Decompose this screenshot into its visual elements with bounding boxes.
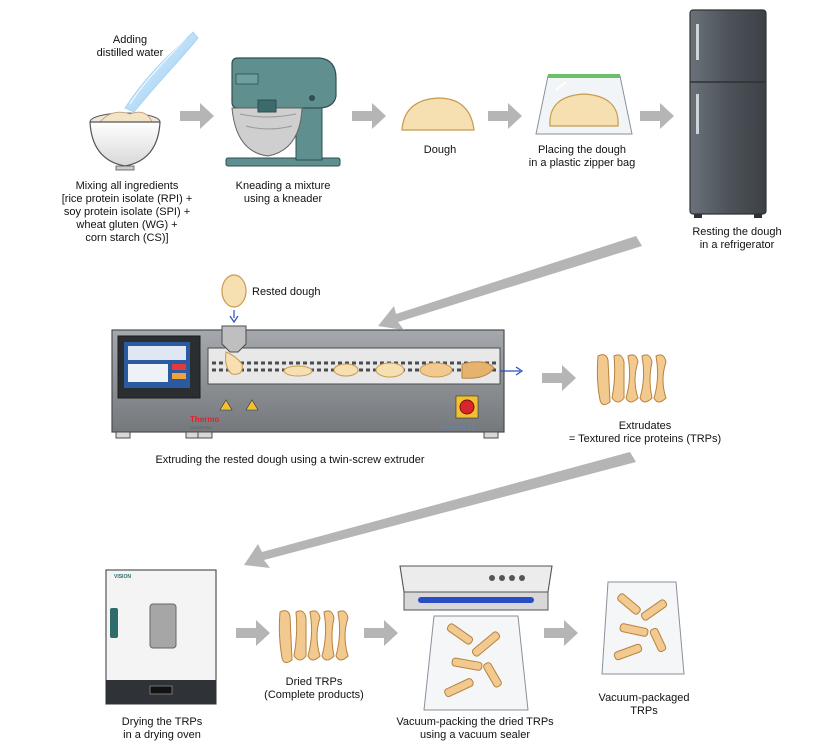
label-drying: Drying the TRPs in a drying oven bbox=[100, 716, 224, 742]
flow-arrows bbox=[180, 103, 674, 646]
brand-sub: SCIENTIFIC bbox=[190, 425, 213, 430]
label-line: (Complete products) bbox=[264, 689, 364, 701]
brand-name: VISION bbox=[114, 574, 131, 580]
label-line: distilled water bbox=[96, 47, 164, 59]
label-line: in a drying oven bbox=[123, 729, 201, 741]
extrudates-icon bbox=[596, 354, 667, 406]
diagonal-arrow-1 bbox=[378, 236, 642, 330]
label-line: Kneading a mixture bbox=[235, 180, 331, 192]
label-dried: Dried TRPs (Complete products) bbox=[254, 676, 374, 702]
label-extruding: Extruding the rested dough using a twin-… bbox=[110, 454, 470, 467]
label-mixing: Mixing all ingredients [rice protein iso… bbox=[42, 180, 212, 245]
label-refrigerator: Resting the dough in a refrigerator bbox=[672, 226, 802, 252]
oven-brand: VISION bbox=[114, 574, 131, 580]
label-line: wheat gluten (WG) + bbox=[76, 219, 178, 231]
arrow-5 bbox=[542, 365, 576, 391]
label-kneading: Kneading a mixture using a kneader bbox=[218, 180, 348, 206]
label-line: Dough bbox=[423, 144, 457, 156]
mixing-bowl-icon bbox=[89, 31, 199, 171]
label-line: [rice protein isolate (RPI) + bbox=[61, 193, 193, 205]
label-line: Extruding the rested dough using a twin-… bbox=[155, 454, 425, 466]
dough-icon bbox=[401, 97, 475, 131]
label-line: soy protein isolate (SPI) + bbox=[63, 206, 191, 218]
label-line: Mixing all ingredients bbox=[75, 180, 179, 192]
extruder-icon bbox=[111, 325, 524, 439]
model-name: Process 11 bbox=[440, 425, 475, 432]
label-line: in a plastic zipper bag bbox=[528, 157, 636, 169]
label-line: Vacuum-packaged bbox=[598, 692, 690, 704]
label-rested-dough: Rested dough bbox=[252, 286, 321, 299]
label-line: Resting the dough bbox=[692, 226, 782, 238]
arrow-8 bbox=[544, 620, 578, 646]
rested-dough-icon bbox=[221, 274, 247, 324]
label-line: Vacuum-packing the dried TRPs bbox=[396, 716, 554, 728]
label-dough: Dough bbox=[400, 144, 480, 157]
vacuum-sealer-icon bbox=[399, 565, 553, 711]
refrigerator-icon bbox=[689, 9, 767, 218]
label-line: Rested dough bbox=[252, 286, 321, 298]
extruder-brand: Thermo SCIENTIFIC bbox=[190, 416, 219, 432]
label-line: in a refrigerator bbox=[699, 239, 775, 251]
arrow-4 bbox=[640, 103, 674, 129]
label-line: Placing the dough bbox=[537, 144, 627, 156]
brand-name: Thermo bbox=[190, 415, 220, 424]
label-line: Drying the TRPs bbox=[121, 716, 203, 728]
label-line: Dried TRPs bbox=[285, 676, 343, 688]
dried-trps-icon bbox=[278, 610, 349, 664]
diagonal-arrow-2 bbox=[244, 452, 636, 568]
label-zipper-bag: Placing the dough in a plastic zipper ba… bbox=[512, 144, 652, 170]
label-extrudates: Extrudates = Textured rice proteins (TRP… bbox=[560, 420, 730, 446]
arrow-2 bbox=[352, 103, 386, 129]
label-line: corn starch (CS)] bbox=[85, 232, 169, 244]
label-packaged: Vacuum-packaged TRPs bbox=[584, 692, 704, 718]
label-line: TRPs bbox=[630, 705, 658, 717]
label-adding-water: Adding distilled water bbox=[60, 34, 200, 60]
label-line: Adding bbox=[112, 34, 148, 46]
arrow-6 bbox=[236, 620, 270, 646]
label-line: using a kneader bbox=[243, 193, 323, 205]
kneader-icon bbox=[225, 57, 341, 167]
zipper-bag-icon bbox=[535, 74, 633, 135]
drying-oven-icon bbox=[105, 569, 217, 705]
label-line: = Textured rice proteins (TRPs) bbox=[568, 433, 722, 445]
arrow-1 bbox=[180, 103, 214, 129]
vacuum-packaged-icon bbox=[601, 581, 685, 675]
arrow-3 bbox=[488, 103, 522, 129]
arrow-7 bbox=[364, 620, 398, 646]
extruder-model: Process 11 bbox=[440, 422, 475, 435]
label-line: Extrudates bbox=[618, 420, 672, 432]
label-vacuum: Vacuum-packing the dried TRPs using a va… bbox=[380, 716, 570, 742]
label-line: using a vacuum sealer bbox=[419, 729, 531, 741]
